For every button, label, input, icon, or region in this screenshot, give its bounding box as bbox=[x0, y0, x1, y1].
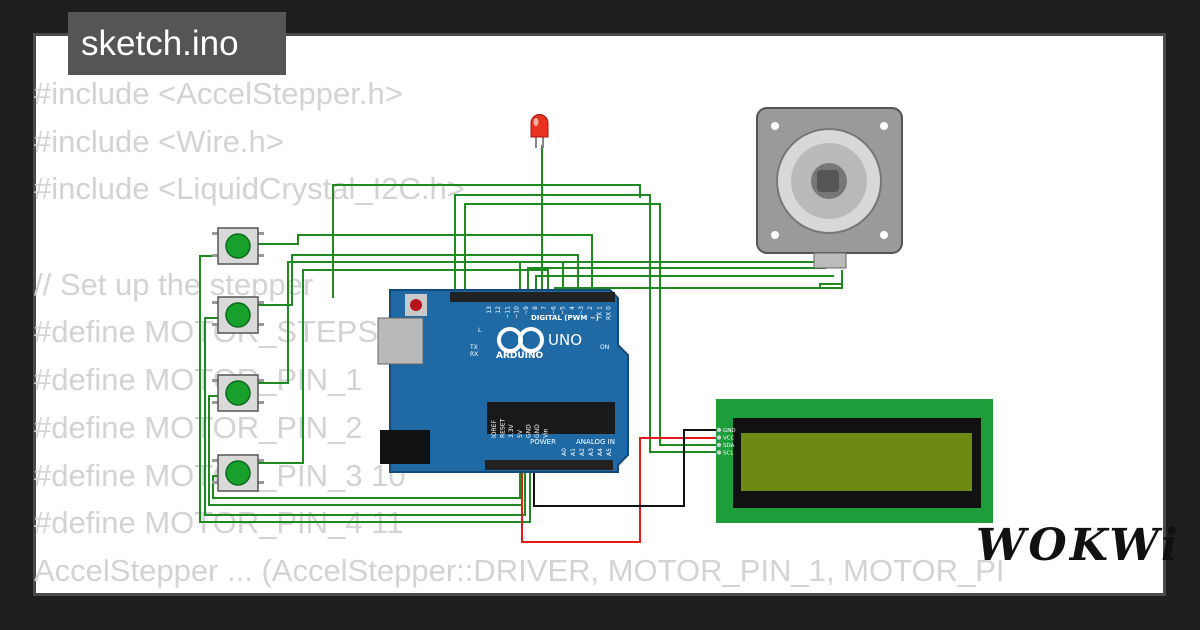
pin-label: A1 bbox=[570, 448, 577, 456]
pin-label: GND bbox=[534, 424, 541, 438]
pin-label: 5V bbox=[517, 429, 524, 438]
wires bbox=[199, 145, 843, 543]
pin-label: ~3 bbox=[578, 306, 585, 315]
pin-label: A0 bbox=[561, 448, 568, 456]
lcd-pin-label: VCC bbox=[723, 436, 735, 442]
pin-label: ~9 bbox=[523, 306, 530, 315]
push-button-icon[interactable] bbox=[212, 227, 264, 265]
push-button-icon[interactable] bbox=[212, 296, 264, 334]
lcd-pin[interactable] bbox=[716, 450, 722, 455]
analog-header-label: ANALOG IN bbox=[576, 438, 615, 446]
pin-label: GND bbox=[525, 424, 532, 438]
pin-label: 7 bbox=[541, 306, 548, 310]
on-label: ON bbox=[600, 344, 609, 351]
gnd-wire bbox=[533, 429, 718, 507]
code-line: #include <Wire.h> bbox=[34, 123, 284, 159]
tx-label: TX bbox=[469, 344, 478, 351]
arduino-board-icon[interactable]: UNO ARDUINO DIGITAL (PWM ~) POWER ANALOG… bbox=[377, 289, 629, 473]
vcc-wire bbox=[521, 437, 718, 543]
pin-label: RX 0 bbox=[606, 306, 613, 320]
pin-label: 2 bbox=[587, 306, 594, 310]
pin-label: RESET bbox=[500, 418, 507, 438]
arduino-model: UNO bbox=[548, 331, 582, 349]
pin-label: 4 bbox=[569, 306, 576, 310]
stepper-motor-icon[interactable] bbox=[756, 107, 903, 269]
power-header-label: POWER bbox=[530, 438, 556, 446]
push-button-icon[interactable] bbox=[212, 454, 264, 492]
stepper-wires bbox=[519, 261, 843, 298]
arduino-brand: ARDUINO bbox=[496, 351, 544, 361]
lcd-pin[interactable] bbox=[716, 435, 722, 440]
code-line: #define MOTOR_STEPS bbox=[34, 314, 379, 350]
pin-label: A4 bbox=[597, 448, 604, 456]
lcd-pin[interactable] bbox=[716, 427, 722, 433]
lcd-pin-label: SDA bbox=[723, 443, 735, 449]
pin-label: 3.3V bbox=[508, 423, 515, 438]
push-button-icon[interactable] bbox=[212, 374, 264, 412]
pin-label: 12 bbox=[495, 306, 502, 314]
pin-label: ~5 bbox=[560, 306, 567, 315]
arduino-logo-icon bbox=[497, 327, 544, 353]
code-line: #define MOTOR_PIN_4 11 bbox=[34, 505, 404, 541]
pin-label: A2 bbox=[579, 448, 586, 456]
pin-label: ~6 bbox=[550, 306, 557, 315]
pin-label: TX 1 bbox=[596, 306, 603, 321]
lcd-i2c-wires bbox=[332, 184, 718, 453]
pin-label: A5 bbox=[606, 448, 613, 456]
code-line: #include <LiquidCrystal_I2C.h> bbox=[34, 171, 465, 207]
lcd-pin-label: GND bbox=[723, 428, 736, 434]
led-icon[interactable] bbox=[530, 114, 549, 149]
button-wires bbox=[199, 234, 593, 523]
lcd-pin-label: SCL bbox=[723, 451, 734, 457]
code-line: #define MOTOR_PIN_2 bbox=[34, 409, 363, 445]
rx-label: RX bbox=[470, 351, 478, 358]
pin-label: 8 bbox=[532, 306, 539, 310]
pin-label: ~10 bbox=[514, 306, 521, 319]
pin-label: ~11 bbox=[504, 306, 511, 319]
lcd-pin[interactable] bbox=[716, 442, 722, 448]
code-line: // Set up the stepper bbox=[34, 266, 314, 302]
file-tab[interactable]: sketch.ino bbox=[68, 12, 286, 75]
pin-label: IOREF bbox=[491, 420, 498, 438]
wokwi-logo: WOKWi bbox=[976, 520, 1181, 571]
digital-header-label: DIGITAL (PWM ~) bbox=[531, 314, 599, 322]
code-line: AccelStepper ... (AccelStepper::DRIVER, … bbox=[34, 552, 1005, 588]
code-line: #include <AccelStepper.h> bbox=[34, 76, 403, 111]
pin-label: 13 bbox=[486, 306, 493, 314]
pin-label: A3 bbox=[588, 448, 595, 456]
l-label: L bbox=[478, 327, 482, 334]
pin-label: Vin bbox=[543, 428, 550, 438]
